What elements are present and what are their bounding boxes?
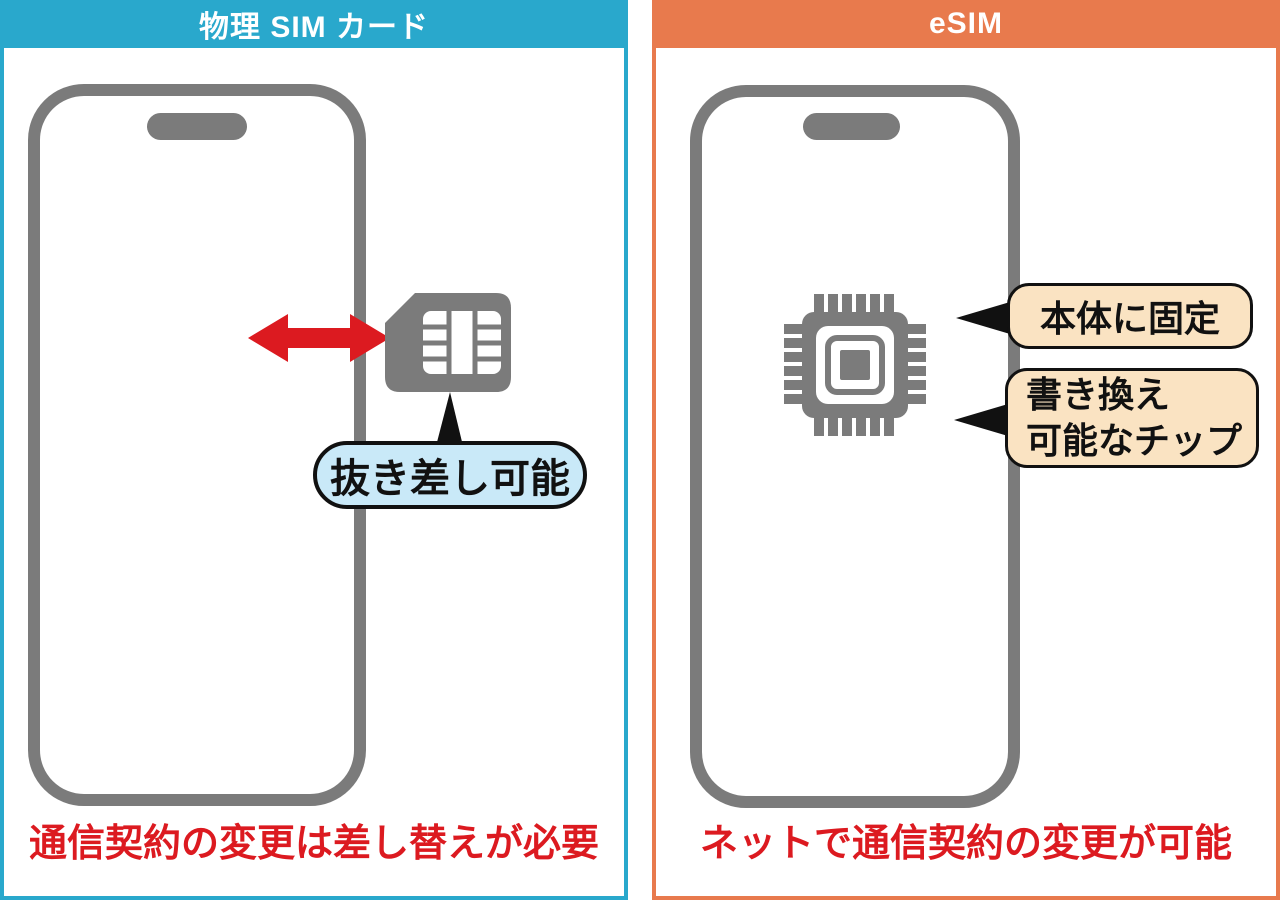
chip-icon xyxy=(784,294,926,436)
rewritable-chip-label-line2: 可能なチップ xyxy=(1026,420,1243,461)
fixed-in-body-callout: 本体に固定 xyxy=(1007,283,1253,349)
smartphone-outline-icon xyxy=(28,84,366,806)
panel-physical-sim: 物理 SIM カード 抜き差し可能 通信契約の変更は差し替え xyxy=(0,0,628,900)
physical-sim-bottom-note: 通信契約の変更は差し替えが必要 xyxy=(28,823,599,865)
esim-bottom-note: ネットで通信契約の変更が可能 xyxy=(699,823,1232,865)
callout-pointer-icon xyxy=(436,392,463,446)
callout-pointer-icon xyxy=(956,302,1010,334)
callout-pointer-icon xyxy=(954,404,1008,436)
swap-arrow-icon xyxy=(248,314,390,362)
panel-esim-header: eSIM xyxy=(652,0,1280,48)
sim-card-icon xyxy=(385,293,511,392)
removable-callout-label: 抜き差し可能 xyxy=(330,457,570,501)
panel-esim: eSIM xyxy=(652,0,1280,900)
panel-esim-title: eSIM xyxy=(928,7,1004,40)
rewritable-chip-callout: 書き換え 可能なチップ xyxy=(1005,368,1259,468)
fixed-in-body-label: 本体に固定 xyxy=(1039,298,1220,339)
smartphone-outline-icon xyxy=(690,85,1020,808)
removable-callout: 抜き差し可能 xyxy=(313,441,587,509)
phone-notch-pill-icon xyxy=(803,113,900,140)
panel-physical-sim-title: 物理 SIM カード xyxy=(198,11,429,44)
panel-physical-sim-header: 物理 SIM カード xyxy=(0,0,628,48)
rewritable-chip-label-line1: 書き換え xyxy=(1026,374,1171,415)
phone-notch-pill-icon xyxy=(147,113,247,140)
